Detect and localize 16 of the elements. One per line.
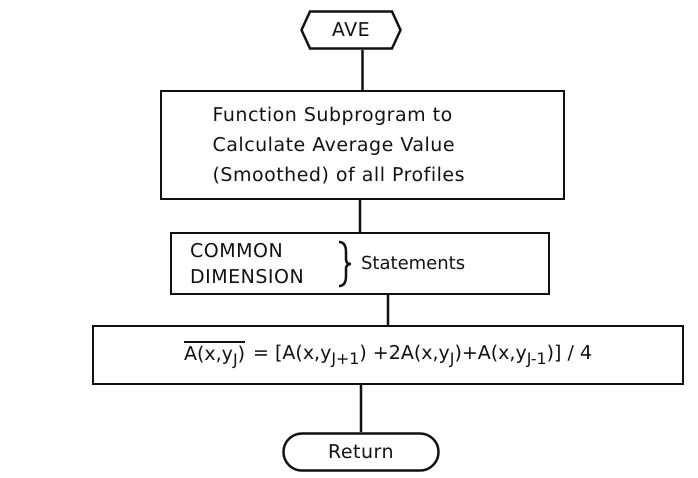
process-box [92, 325, 684, 385]
connector-line [361, 50, 364, 90]
process-box [170, 232, 550, 295]
formula-text: = [A(x,y$_{J+1}$) +2A(x,y$_{J}$)+A(x,y$_{J-1}$)] / 4 [253, 342, 592, 368]
node-label: Return [328, 441, 394, 463]
connector-line [360, 385, 362, 432]
formula-text: A(x,y$_{J}$) [184, 341, 246, 369]
node-label: AVE [332, 19, 370, 41]
statements-label: Statements [361, 253, 466, 274]
connector-line [358, 200, 362, 232]
terminal-shape [282, 432, 440, 472]
variable-names: COMMON DIMENSION [190, 238, 306, 290]
process-text: Function Subprogram to Calculate Average Value (Smoothed) of all Profiles [212, 103, 466, 188]
connector-line [386, 295, 390, 325]
start-hexagon [300, 10, 402, 50]
process-box [160, 90, 565, 200]
